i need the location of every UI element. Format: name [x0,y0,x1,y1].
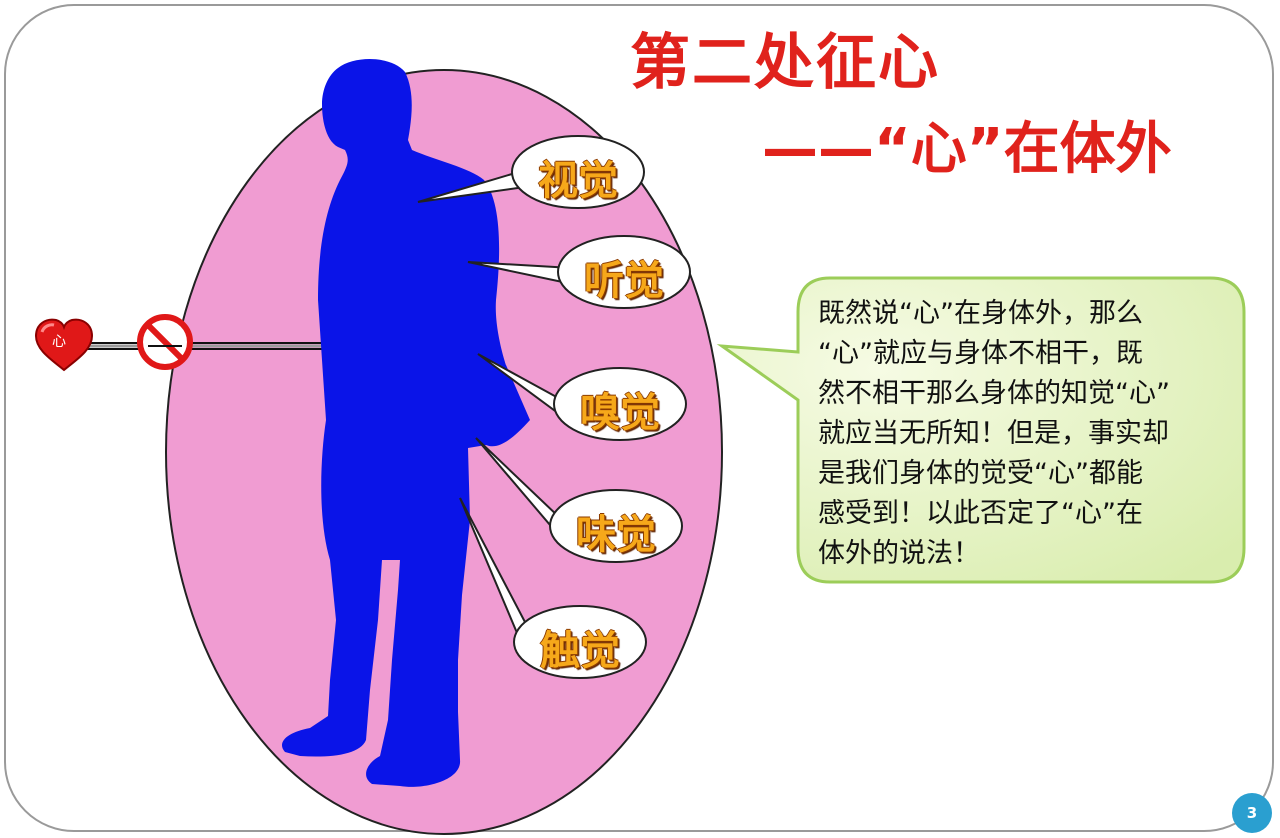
explanation-callout [716,276,1246,584]
heart-shine [40,323,55,333]
heart-label: 心 [52,334,66,350]
sense-label-sight: 视觉 [538,158,618,204]
sense-label-hearing: 听觉 [584,258,664,304]
page-subtitle: ——“心”在体外 [762,117,1172,182]
person-silhouette [281,59,530,787]
page-number-badge: 3 [1232,793,1272,833]
explanation-text: 既然说“心”在身体外，那么 “心”就应与身体不相干，既 然不相干那么身体的知觉“… [818,298,1170,569]
page-title: 第二处征心 [630,28,940,98]
heart-icon [34,318,94,372]
sense-label-smell: 嗅觉 [580,390,660,436]
sense-label-touch: 触觉 [540,628,620,674]
sense-bubbles [511,135,691,679]
connection-rod [82,342,330,350]
sense-label-taste: 味觉 [576,512,656,558]
no-sign-icon [137,314,193,370]
